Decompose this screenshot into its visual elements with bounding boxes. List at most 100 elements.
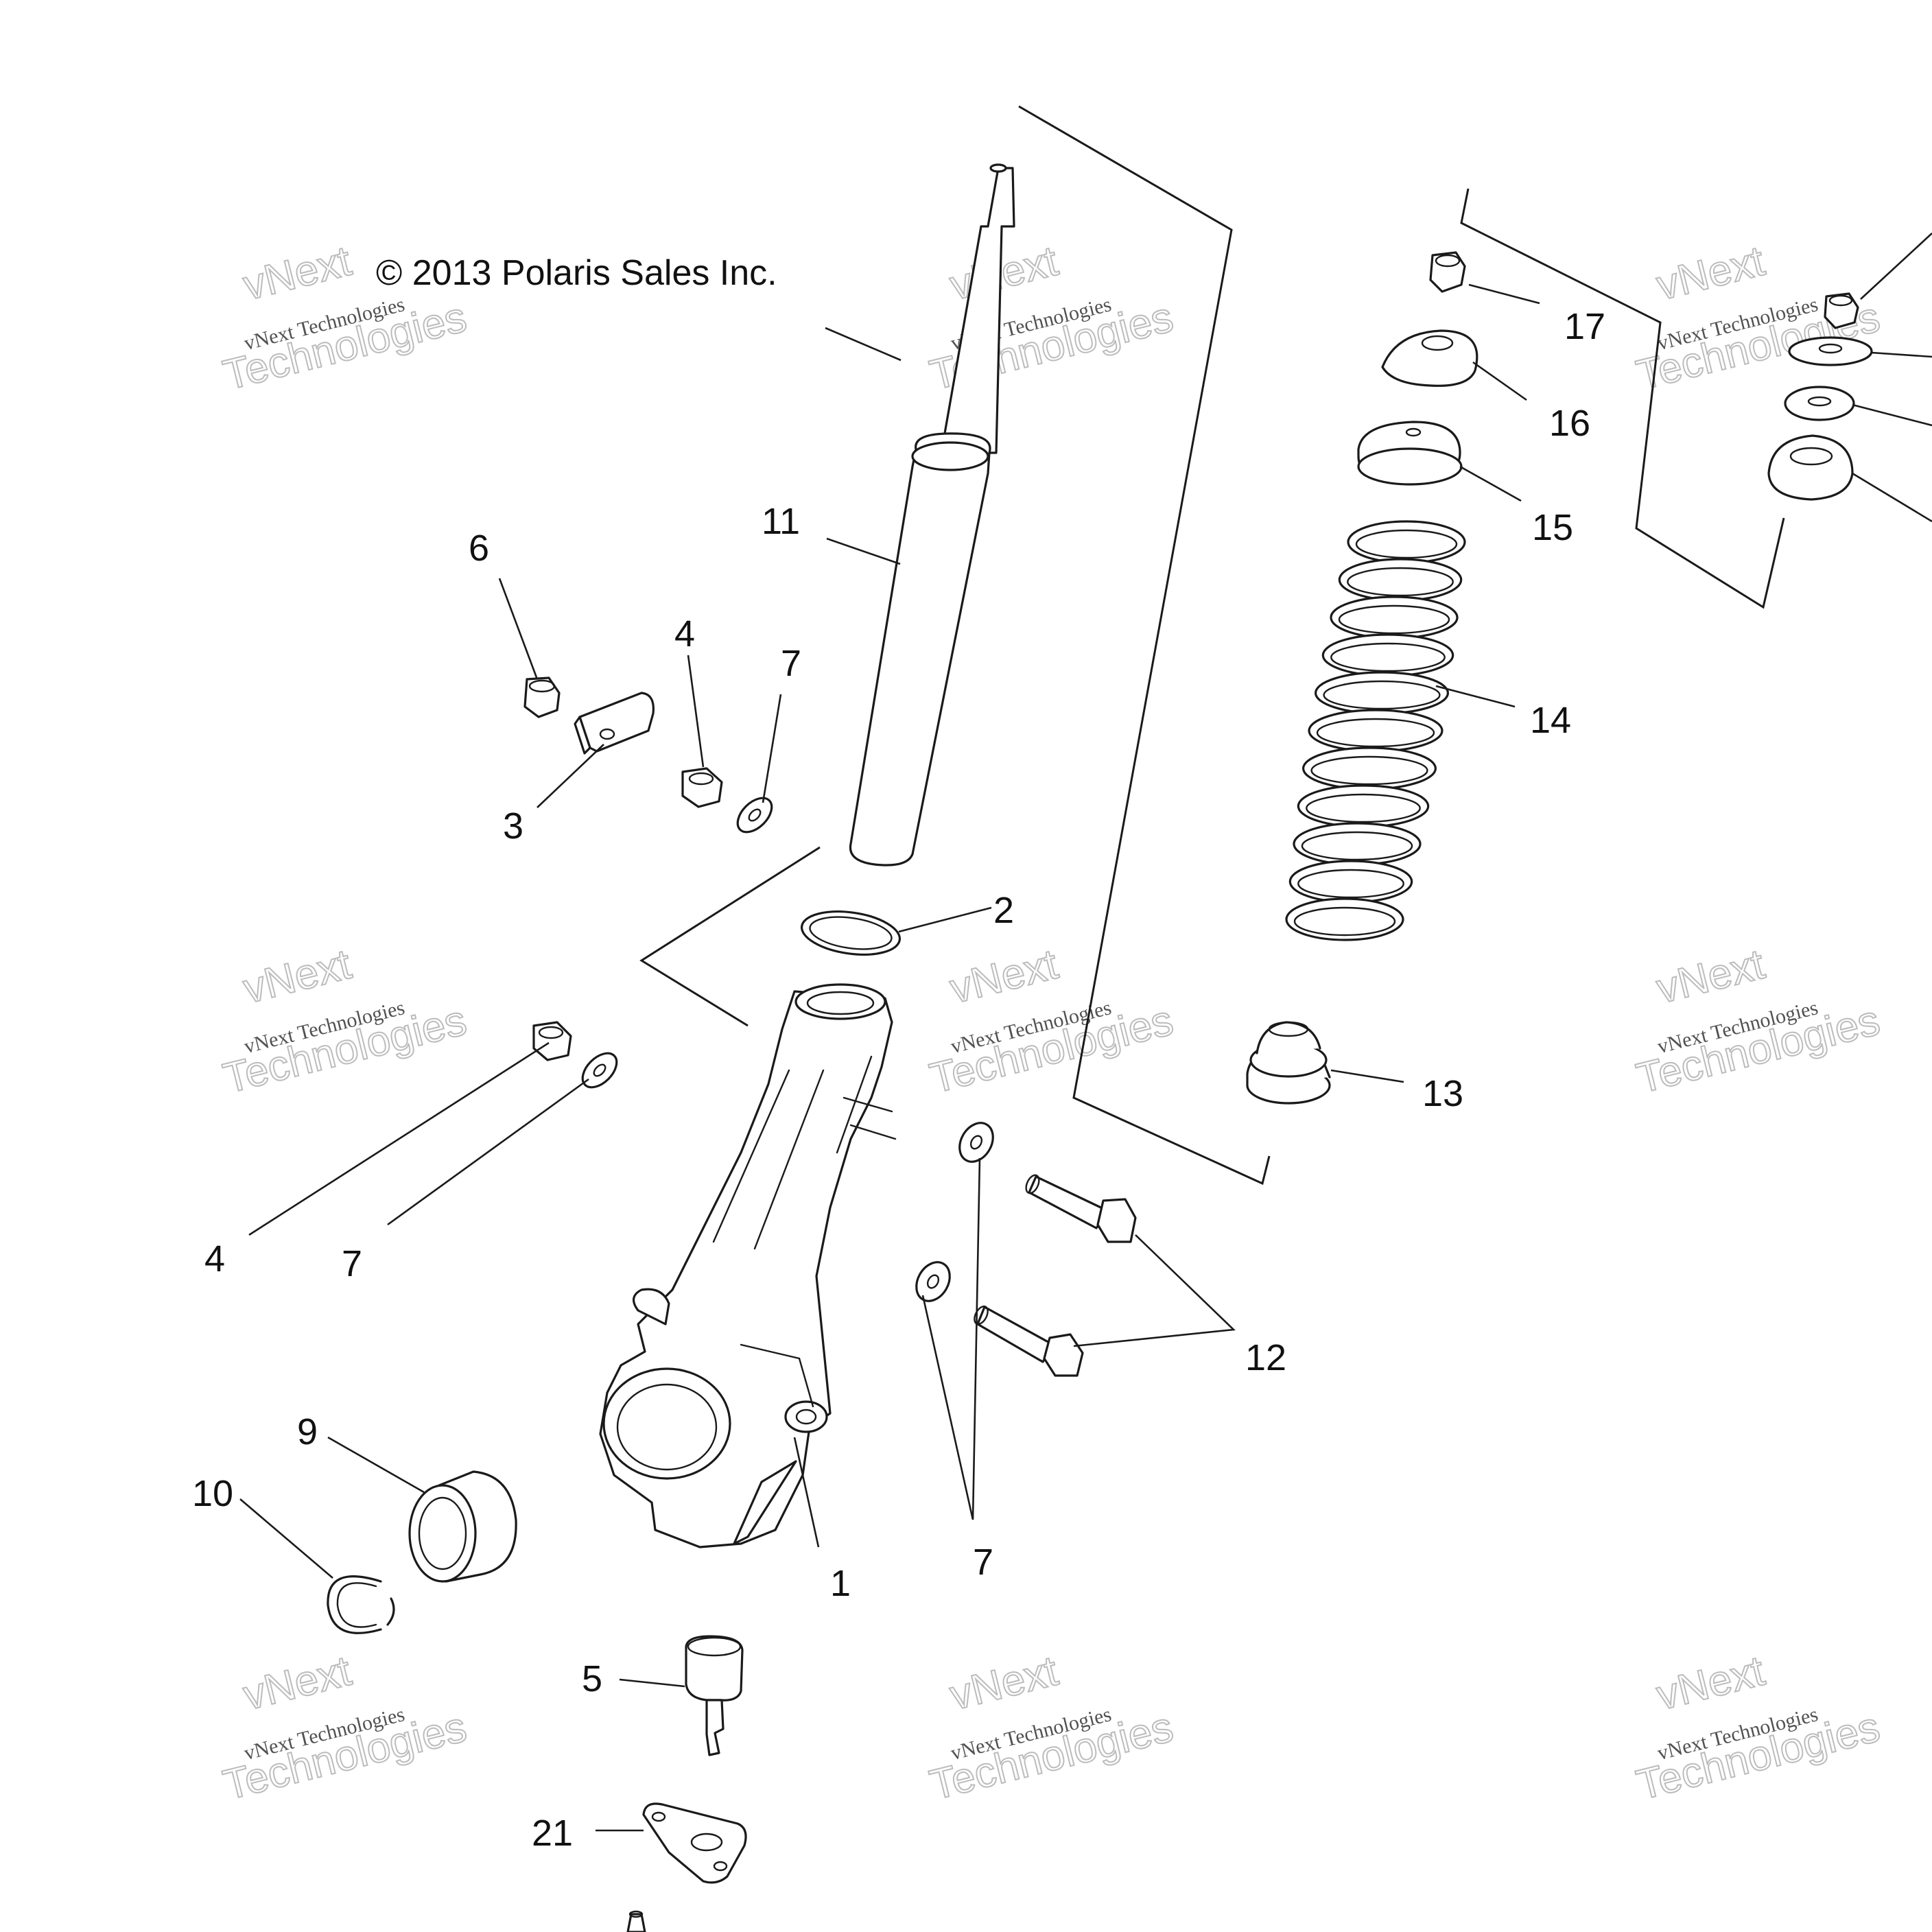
callout-2: 2 (993, 890, 1014, 931)
spring-coil-inner (1330, 642, 1446, 672)
svg-text:vNext: vNext (1652, 941, 1769, 1013)
svg-text:vNext: vNext (945, 941, 1062, 1013)
right-mount-cup (1767, 434, 1854, 501)
knuckle-upper-ear (633, 1288, 670, 1326)
coil-spring (1285, 520, 1466, 941)
callout-7-upper: 7 (781, 643, 801, 684)
shock-body (849, 432, 991, 867)
svg-text:vNext: vNext (1652, 237, 1769, 309)
washer-7-upper (736, 797, 773, 834)
callout-6: 6 (469, 528, 489, 569)
svg-text:vNext: vNext (945, 1647, 1062, 1719)
spring-coil (1314, 671, 1450, 715)
spring-coil-inner (1293, 906, 1396, 936)
retaining-plate (642, 1802, 747, 1884)
spring-coil-inner (1297, 869, 1404, 899)
washer-7-lower-b (915, 1261, 951, 1302)
callout-15: 15 (1532, 507, 1573, 548)
watermark-mid-center: vNext vNext Technologies Technologies (925, 940, 1179, 1103)
callout-1: 1 (830, 1563, 851, 1604)
spring-coil (1288, 860, 1413, 904)
callout-4-lower: 4 (204, 1238, 225, 1280)
snap-ring (327, 1575, 395, 1634)
spring-coil (1321, 633, 1454, 677)
assembly-brackets (639, 105, 1785, 1186)
watermark-top-left: vNext vNext Technologies Technologies (218, 237, 472, 400)
spring-top-cap (1381, 329, 1479, 387)
wheel-bearing (408, 1470, 517, 1583)
spring-coil (1285, 897, 1404, 941)
ball-joint (685, 1635, 744, 1756)
washer-7-middle (581, 1052, 618, 1089)
spring-coil (1293, 822, 1422, 866)
svg-text:vNext: vNext (1652, 1647, 1769, 1719)
spring-coil (1301, 746, 1437, 790)
spring-coil (1297, 784, 1430, 828)
watermark-bottom-center: vNext vNext Technologies Technologies (925, 1647, 1179, 1810)
callout-11: 11 (762, 501, 800, 542)
spring-coil-inner (1310, 755, 1428, 786)
watermark-top-center: vNext vNext Technologies Technologies (925, 237, 1179, 400)
callout-4-upper: 4 (674, 613, 695, 655)
callout-13: 13 (1422, 1073, 1463, 1114)
top-mount-bracket (1460, 188, 1785, 609)
leader-lines (239, 233, 1932, 1832)
callout-7-middle: 7 (342, 1243, 362, 1284)
spring-coil (1308, 709, 1444, 753)
svg-text:vNext: vNext (239, 941, 355, 1013)
spring-coil (1338, 558, 1463, 602)
callout-10: 10 (192, 1473, 233, 1514)
bracket-clip-3 (574, 692, 655, 755)
knuckle-strut-socket (794, 983, 886, 1020)
spring-coil-inner (1306, 793, 1421, 823)
nut-4-lower (532, 1021, 572, 1061)
nut-4-upper (681, 767, 723, 808)
callout-16: 16 (1549, 403, 1590, 444)
bolt-12-lower (974, 1305, 1084, 1377)
callout-3: 3 (503, 805, 523, 847)
spring-coil-inner (1347, 567, 1454, 597)
o-ring (800, 910, 902, 956)
shock-body-top (911, 441, 989, 471)
shock-rod (940, 167, 1015, 454)
right-mount-washer-a (1788, 336, 1873, 366)
spring-coil-inner (1301, 831, 1413, 861)
nut-6 (523, 676, 561, 718)
bolt-12-upper (1025, 1174, 1137, 1243)
stud-partial (626, 1910, 646, 1932)
watermark-mid-right: vNext vNext Technologies Technologies (1631, 940, 1885, 1103)
watermark-bottom-right: vNext vNext Technologies Technologies (1631, 1647, 1885, 1810)
strut-assembly-bracket (1018, 105, 1271, 1186)
watermark-mid-left: vNext vNext Technologies Technologies (218, 940, 472, 1103)
spring-coil-inner (1323, 680, 1441, 710)
shock-rod-tip (989, 163, 1007, 173)
washer-7-lower-a (958, 1122, 994, 1163)
watermark-bottom-left: vNext vNext Technologies Technologies (218, 1647, 472, 1810)
svg-text:vNext: vNext (239, 1647, 355, 1719)
callout-5: 5 (582, 1658, 602, 1699)
callout-21: 21 (532, 1813, 573, 1854)
spring-coil (1347, 520, 1466, 564)
knuckle-lower-arm (733, 1460, 797, 1545)
callout-7-lower: 7 (973, 1542, 993, 1583)
right-mount-nut (1824, 292, 1859, 329)
knuckle-bearing-bore (602, 1367, 731, 1480)
steering-knuckle (599, 983, 897, 1548)
shock-absorber (849, 163, 1015, 867)
svg-text:vNext: vNext (945, 237, 1062, 309)
copyright-notice: © 2013 Polaris Sales Inc. (376, 253, 777, 293)
spring-coil-inner (1316, 718, 1435, 748)
bump-stop (1246, 1021, 1331, 1105)
spring-coil (1330, 596, 1459, 639)
svg-text:vNext: vNext (239, 237, 355, 309)
callouts: 1 2 3 4 4 5 6 7 7 7 9 10 11 12 13 14 15 … (192, 306, 1605, 1854)
spring-seat (1357, 421, 1463, 486)
right-mount-washer-b (1784, 386, 1855, 421)
lock-nut-17 (1429, 251, 1466, 293)
spring-coil-inner (1355, 529, 1458, 559)
callout-12: 12 (1245, 1337, 1286, 1378)
callout-14: 14 (1530, 700, 1571, 741)
spring-coil-inner (1338, 604, 1450, 635)
